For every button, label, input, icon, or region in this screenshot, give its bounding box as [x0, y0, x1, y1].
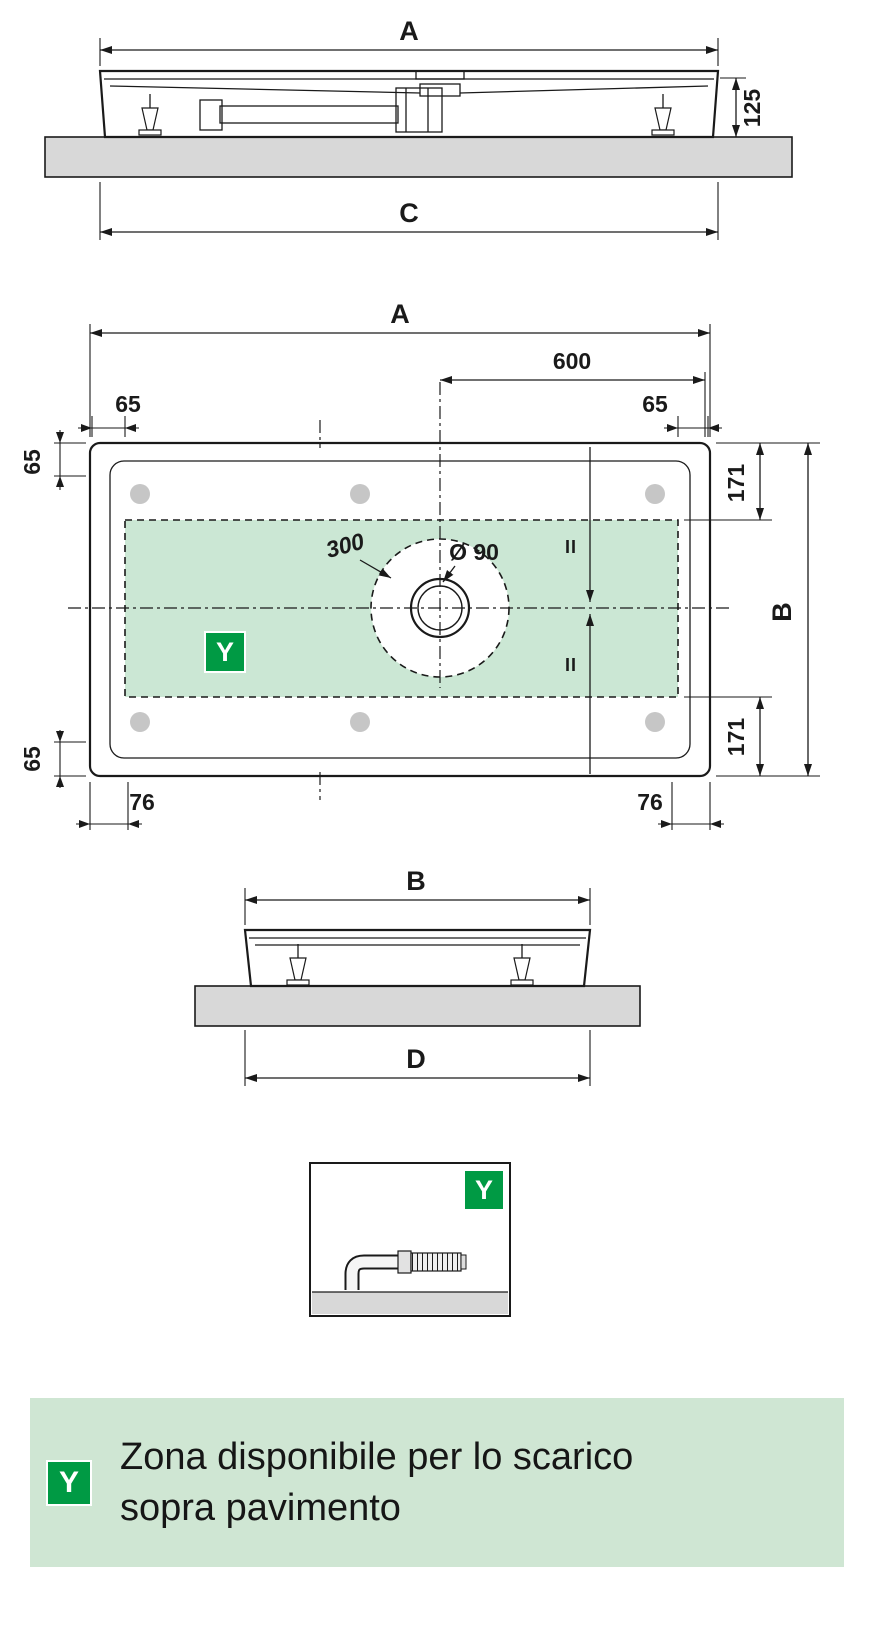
dim-c-label: C — [399, 198, 419, 228]
drain-recess — [419, 83, 461, 97]
dimension-76-left: 76 — [76, 782, 155, 830]
tray-basin-line-right — [459, 85, 709, 94]
zone-badge-plan: Y — [204, 631, 246, 673]
svg-text:65: 65 — [19, 449, 45, 475]
svg-text:65: 65 — [19, 746, 45, 772]
tray-profile-short — [243, 928, 592, 988]
tray-basin-line-left — [109, 85, 421, 94]
dim-b-plan-label: B — [767, 602, 797, 622]
svg-text:171: 171 — [723, 464, 749, 503]
dimension-c: C — [99, 182, 719, 240]
detail-floor — [312, 1292, 508, 1314]
drain-pipe-elbow — [344, 1250, 467, 1290]
svg-text:Y: Y — [216, 637, 234, 667]
floor-section-2 — [194, 985, 641, 1027]
legend-text: Zona disponibile per lo scarico sopra pa… — [120, 1432, 633, 1532]
zone-badge-detail: Y — [463, 1169, 505, 1211]
dim-d-label: D — [406, 1044, 426, 1074]
dimension-b-plan: B — [716, 442, 820, 777]
dim-600-label: 600 — [553, 348, 591, 374]
svg-text:Ø 90: Ø 90 — [449, 539, 499, 565]
dim-a-label: A — [399, 16, 419, 46]
svg-text:65: 65 — [642, 391, 668, 417]
dimension-171-bottom: 171 — [684, 696, 772, 776]
dimension-65-top-right: 65 — [642, 391, 722, 437]
plan-view: II II Y 300 Ø 90 A 600 — [19, 299, 820, 830]
drain-piping — [199, 87, 443, 133]
pipe-coupling — [397, 1250, 412, 1274]
dimension-65-top-left: 65 — [78, 391, 141, 437]
legend-line2: sopra pavimento — [120, 1486, 401, 1529]
annotation-d90: Ø 90 — [442, 539, 499, 583]
svg-text:76: 76 — [129, 789, 155, 815]
dimension-d: D — [244, 1030, 591, 1086]
drain-detail-box: Y — [309, 1162, 511, 1317]
side-elevation-long: A 125 C — [44, 16, 793, 240]
dimension-65-left-top: 65 — [19, 430, 86, 490]
feet-positions — [130, 484, 665, 732]
equal-spacing-line: II II — [565, 447, 594, 774]
hose-end — [460, 1254, 467, 1270]
legend-line1: Zona disponibile per lo scarico — [120, 1436, 634, 1479]
dim-b-side-label: B — [406, 866, 426, 896]
dimension-600: 600 — [440, 348, 706, 437]
floor-section — [44, 136, 793, 178]
tray-profile — [98, 69, 720, 139]
dimension-b-side: B — [244, 866, 591, 925]
dimension-171-top: 171 — [684, 443, 772, 521]
dimension-a-top: A — [99, 16, 719, 66]
drain-grate — [415, 70, 465, 80]
zone-badge-legend: Y — [46, 1459, 92, 1506]
dim-a-plan-label: A — [390, 299, 410, 329]
dimension-76-right: 76 — [637, 782, 724, 830]
equal-mark-top: II — [565, 537, 577, 557]
equal-mark-bottom: II — [565, 655, 577, 675]
legend: Y Zona disponibile per lo scarico sopra … — [30, 1398, 844, 1567]
svg-text:Y: Y — [475, 1175, 493, 1205]
dimension-a-plan: A — [89, 299, 711, 437]
flexible-hose — [410, 1252, 462, 1272]
svg-text:65: 65 — [115, 391, 141, 417]
svg-text:76: 76 — [637, 789, 663, 815]
dimension-65-left-bottom: 65 — [19, 730, 86, 788]
dim-125-label: 125 — [739, 89, 765, 128]
side-elevation-short: B D — [194, 866, 641, 1086]
tray-inner-rim — [109, 460, 691, 759]
dimension-125: 125 — [720, 77, 765, 137]
svg-text:171: 171 — [723, 718, 749, 757]
legend-badge-letter: Y — [58, 1465, 79, 1499]
